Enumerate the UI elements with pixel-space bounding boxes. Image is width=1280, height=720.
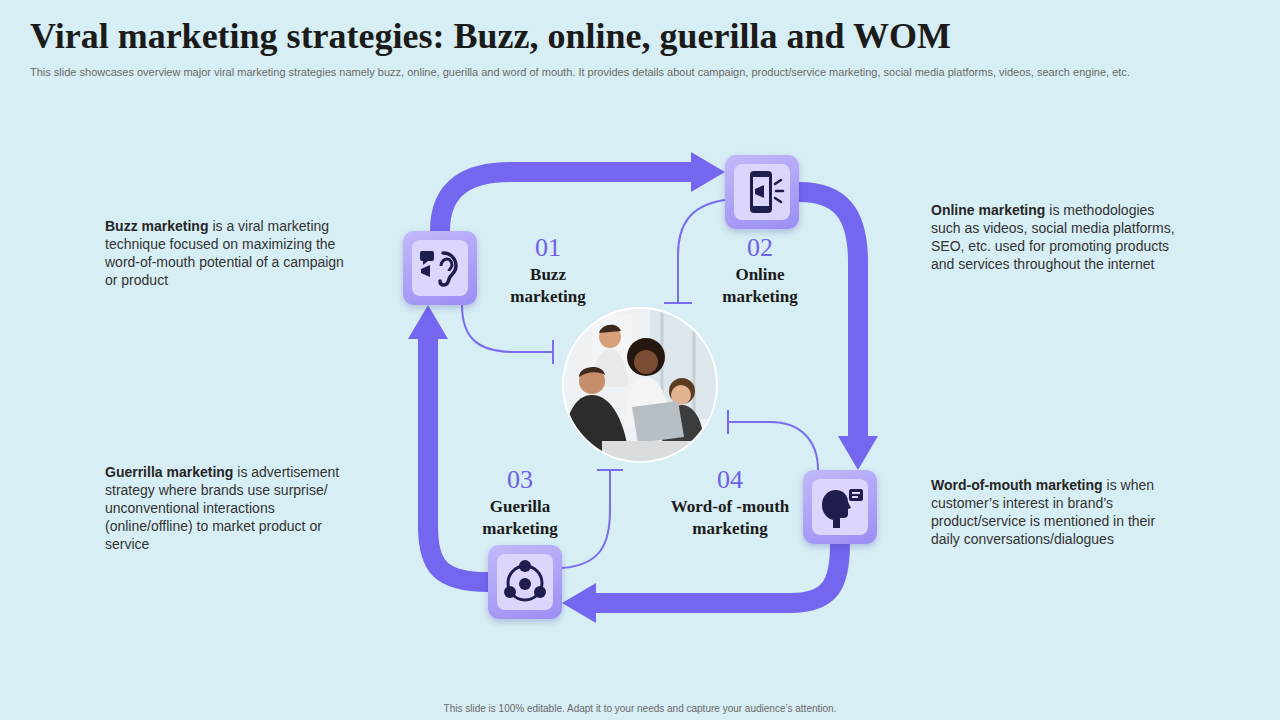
footer-note: This slide is 100% editable. Adapt it to… (0, 702, 1280, 715)
speech-lines (852, 493, 860, 497)
leader-bar (597, 469, 623, 471)
leader-bar (664, 302, 692, 304)
photo-content (562, 307, 718, 463)
slide-subtitle: This slide showcases overview major vira… (30, 65, 1260, 79)
flow-arrow (408, 305, 488, 582)
step-number: 04 (690, 465, 770, 495)
icon-box: 02Online marketing (725, 155, 799, 229)
person-head (634, 350, 658, 374)
icon-glyph (403, 231, 477, 305)
leader-line (728, 422, 818, 470)
member-dot (519, 560, 531, 572)
step-name: Buzz marketing (498, 264, 598, 308)
step-name: Guerilla marketing (470, 496, 570, 540)
slide-title: Viral marketing strategies: Buzz, online… (30, 14, 951, 58)
photo-ground (562, 307, 718, 463)
team-photo (562, 307, 718, 463)
icon-glyph (488, 545, 562, 619)
arrow-shaft (428, 339, 488, 582)
description-text: Buzz marketingis a viral marketing techn… (105, 217, 360, 289)
step-number: 02 (720, 233, 800, 263)
phone-screen (753, 177, 769, 206)
photo-rim (563, 308, 717, 462)
description-text: Guerrilla marketingis advertisement stra… (105, 463, 360, 553)
sound-lines (775, 180, 783, 202)
description-heading: Word-of-mouth marketing (931, 477, 1103, 493)
icon-inner (412, 240, 468, 296)
icon-box: 04Word-of -mouth marketing (803, 470, 877, 544)
arrow-shaft (596, 544, 840, 603)
icon-inner (734, 164, 790, 220)
arrow-head (562, 583, 596, 623)
leader-line (562, 470, 610, 568)
leader-line (678, 200, 725, 303)
member-dot (534, 586, 546, 598)
step-name: Word-of -mouth marketing (650, 496, 810, 540)
member-dot (504, 586, 516, 598)
head-silhouette (822, 490, 851, 528)
icon-glyph (803, 470, 877, 544)
phone-body (750, 171, 772, 213)
description-heading: Online marketing (931, 202, 1045, 218)
arrow-head (691, 152, 725, 192)
description-heading: Guerrilla marketing (105, 464, 233, 480)
arrow-head (838, 436, 878, 470)
leader-line (462, 305, 553, 352)
icon-box: 03Guerilla marketing (488, 545, 562, 619)
description-heading: Buzz marketing (105, 218, 208, 234)
icon-box: 01Buzz marketing (403, 231, 477, 305)
ear-outline (440, 253, 456, 285)
megaphone-icon (755, 185, 764, 198)
ear-inner (441, 259, 452, 271)
leader-bar (552, 340, 554, 364)
person-hair (627, 338, 665, 376)
speech-bubble (849, 489, 863, 501)
megaphone-icon (421, 265, 430, 277)
person-hair (599, 325, 621, 333)
flow-arrow (562, 544, 840, 623)
speech-bubble (420, 251, 434, 261)
flow-arrow (799, 192, 878, 470)
leader-group (462, 200, 818, 568)
step-number: 03 (480, 465, 560, 495)
center-face (519, 578, 531, 590)
step-number: 01 (508, 233, 588, 263)
person-hair (579, 367, 605, 377)
icon-glyph (725, 155, 799, 229)
description-text: Word-of-mouth marketingis when customer’… (931, 476, 1181, 548)
leader-bar (727, 410, 729, 434)
arrow-shaft (799, 192, 858, 436)
speech-tail (423, 261, 428, 265)
arrow-shaft (440, 172, 691, 231)
icon-inner (812, 479, 868, 535)
step-name: Online marketing (710, 264, 810, 308)
flow-arrow (440, 152, 725, 231)
arrow-head (408, 305, 448, 339)
icon-inner (497, 554, 553, 610)
person-hair (669, 378, 695, 404)
laptop-screen (632, 401, 684, 443)
description-text: Online marketingis methodologies such as… (931, 201, 1181, 273)
